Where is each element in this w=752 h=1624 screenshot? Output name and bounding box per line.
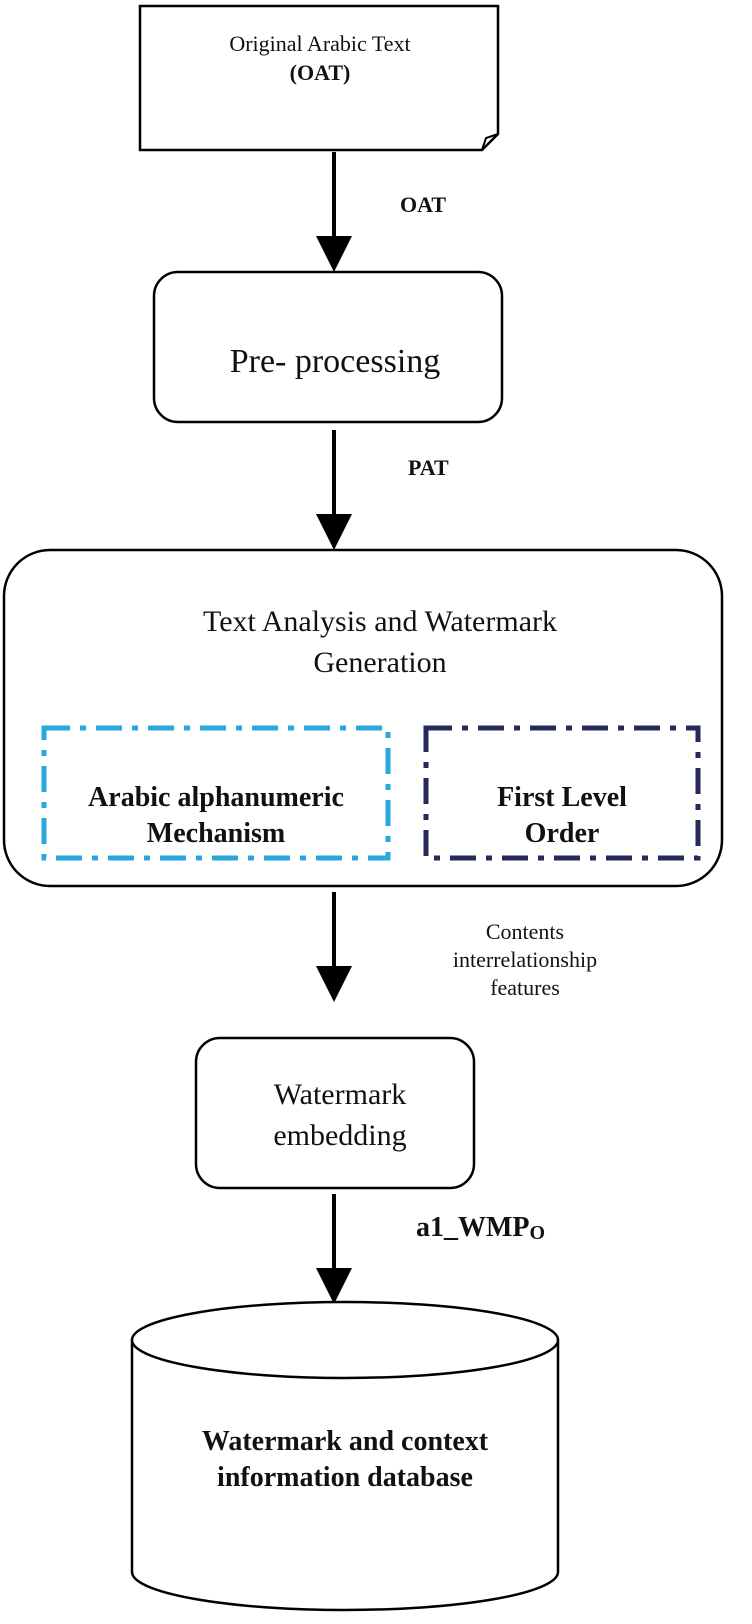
- mechanism-box: [41, 725, 391, 861]
- edge-label-contents: Contents interrelationship features: [420, 918, 630, 1002]
- edge-label-wmp: a1_WMPO: [416, 1212, 545, 1245]
- first-level-order-line2: Order: [524, 818, 600, 850]
- text-analysis-label: Text Analysis and Watermark Generation: [80, 602, 680, 683]
- mechanism-label: Arabic alphanumeric Mechanism: [44, 780, 388, 853]
- database-cylinder-top: [130, 1300, 560, 1380]
- first-level-order-label: First Level Order: [426, 780, 698, 853]
- edge-label-wmp-main: a1_WMP: [416, 1212, 530, 1243]
- watermark-embedding-line1: Watermark: [273, 1078, 407, 1111]
- preprocessing-box: [152, 270, 504, 424]
- arrowhead-4: [316, 1268, 352, 1304]
- text-analysis-line1: Text Analysis and Watermark: [202, 605, 557, 638]
- oat-document-line1: Original Arabic Text: [229, 31, 411, 56]
- preprocessing-label: Pre- processing: [229, 343, 441, 380]
- arrowhead-3: [316, 966, 352, 1002]
- database-label: Watermark and context information databa…: [150, 1424, 540, 1497]
- edge-label-contents-line3: features: [490, 975, 560, 1001]
- database-line1: Watermark and context: [201, 1426, 489, 1457]
- watermark-embedding-label: Watermark embedding: [200, 1075, 480, 1156]
- oat-document-fold: [481, 133, 499, 151]
- edge-label-wmp-subscript: O: [529, 1222, 546, 1244]
- oat-document-label: Original Arabic Text (OAT): [148, 30, 492, 87]
- arrowhead-2: [316, 514, 352, 550]
- text-analysis-box: [2, 548, 724, 888]
- oat-document-shape: [138, 4, 500, 152]
- arrowhead-1: [316, 236, 352, 272]
- first-level-order-box: [423, 725, 701, 861]
- mechanism-line2: Mechanism: [146, 818, 286, 850]
- watermark-embedding-line2: embedding: [273, 1118, 407, 1152]
- mechanism-line1: Arabic alphanumeric: [88, 782, 344, 813]
- edge-label-contents-line2: interrelationship: [452, 947, 598, 973]
- edge-label-oat: OAT: [400, 192, 447, 217]
- first-level-order-line1: First Level: [497, 782, 627, 813]
- edge-label-pat: PAT: [408, 455, 449, 480]
- database-cylinder-body: [130, 1340, 560, 1612]
- oat-document-line2: (OAT): [289, 59, 351, 85]
- watermark-embedding-box: [194, 1036, 476, 1190]
- database-line2: information database: [217, 1462, 473, 1494]
- text-analysis-line2: Generation: [313, 645, 447, 679]
- edge-label-contents-line1: Contents: [485, 919, 565, 944]
